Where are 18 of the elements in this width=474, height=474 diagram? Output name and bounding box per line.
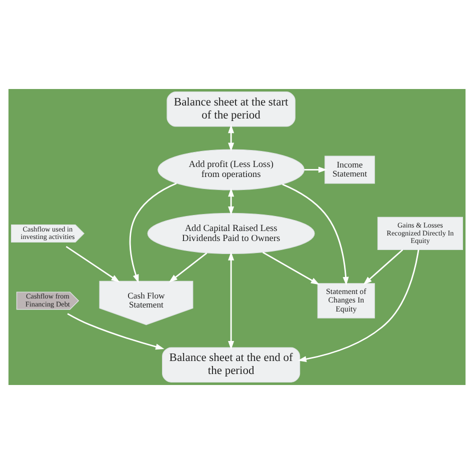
arrow [282,184,349,286]
arrow [304,166,328,173]
arrow [228,124,234,152]
node-box: Income Statement [324,156,375,184]
arrow [363,249,404,285]
arrow [228,188,234,216]
arrow [67,313,164,350]
arrow [168,252,208,282]
arrow [129,182,177,284]
node-ellipse: Add profit (Less Loss) from operations [158,149,305,190]
node-box: Balance sheet at the start of the period [166,92,296,127]
node-ellipse: Add Capital Raised Less Dividends Paid to Owners [147,212,315,254]
node-box: Statement of Changes In Equity [317,283,375,318]
arrow [298,250,420,362]
arrow [66,246,120,282]
node-box: Balance sheet at the end of the period [162,347,300,382]
arrow [262,252,320,285]
arrow [228,252,234,350]
